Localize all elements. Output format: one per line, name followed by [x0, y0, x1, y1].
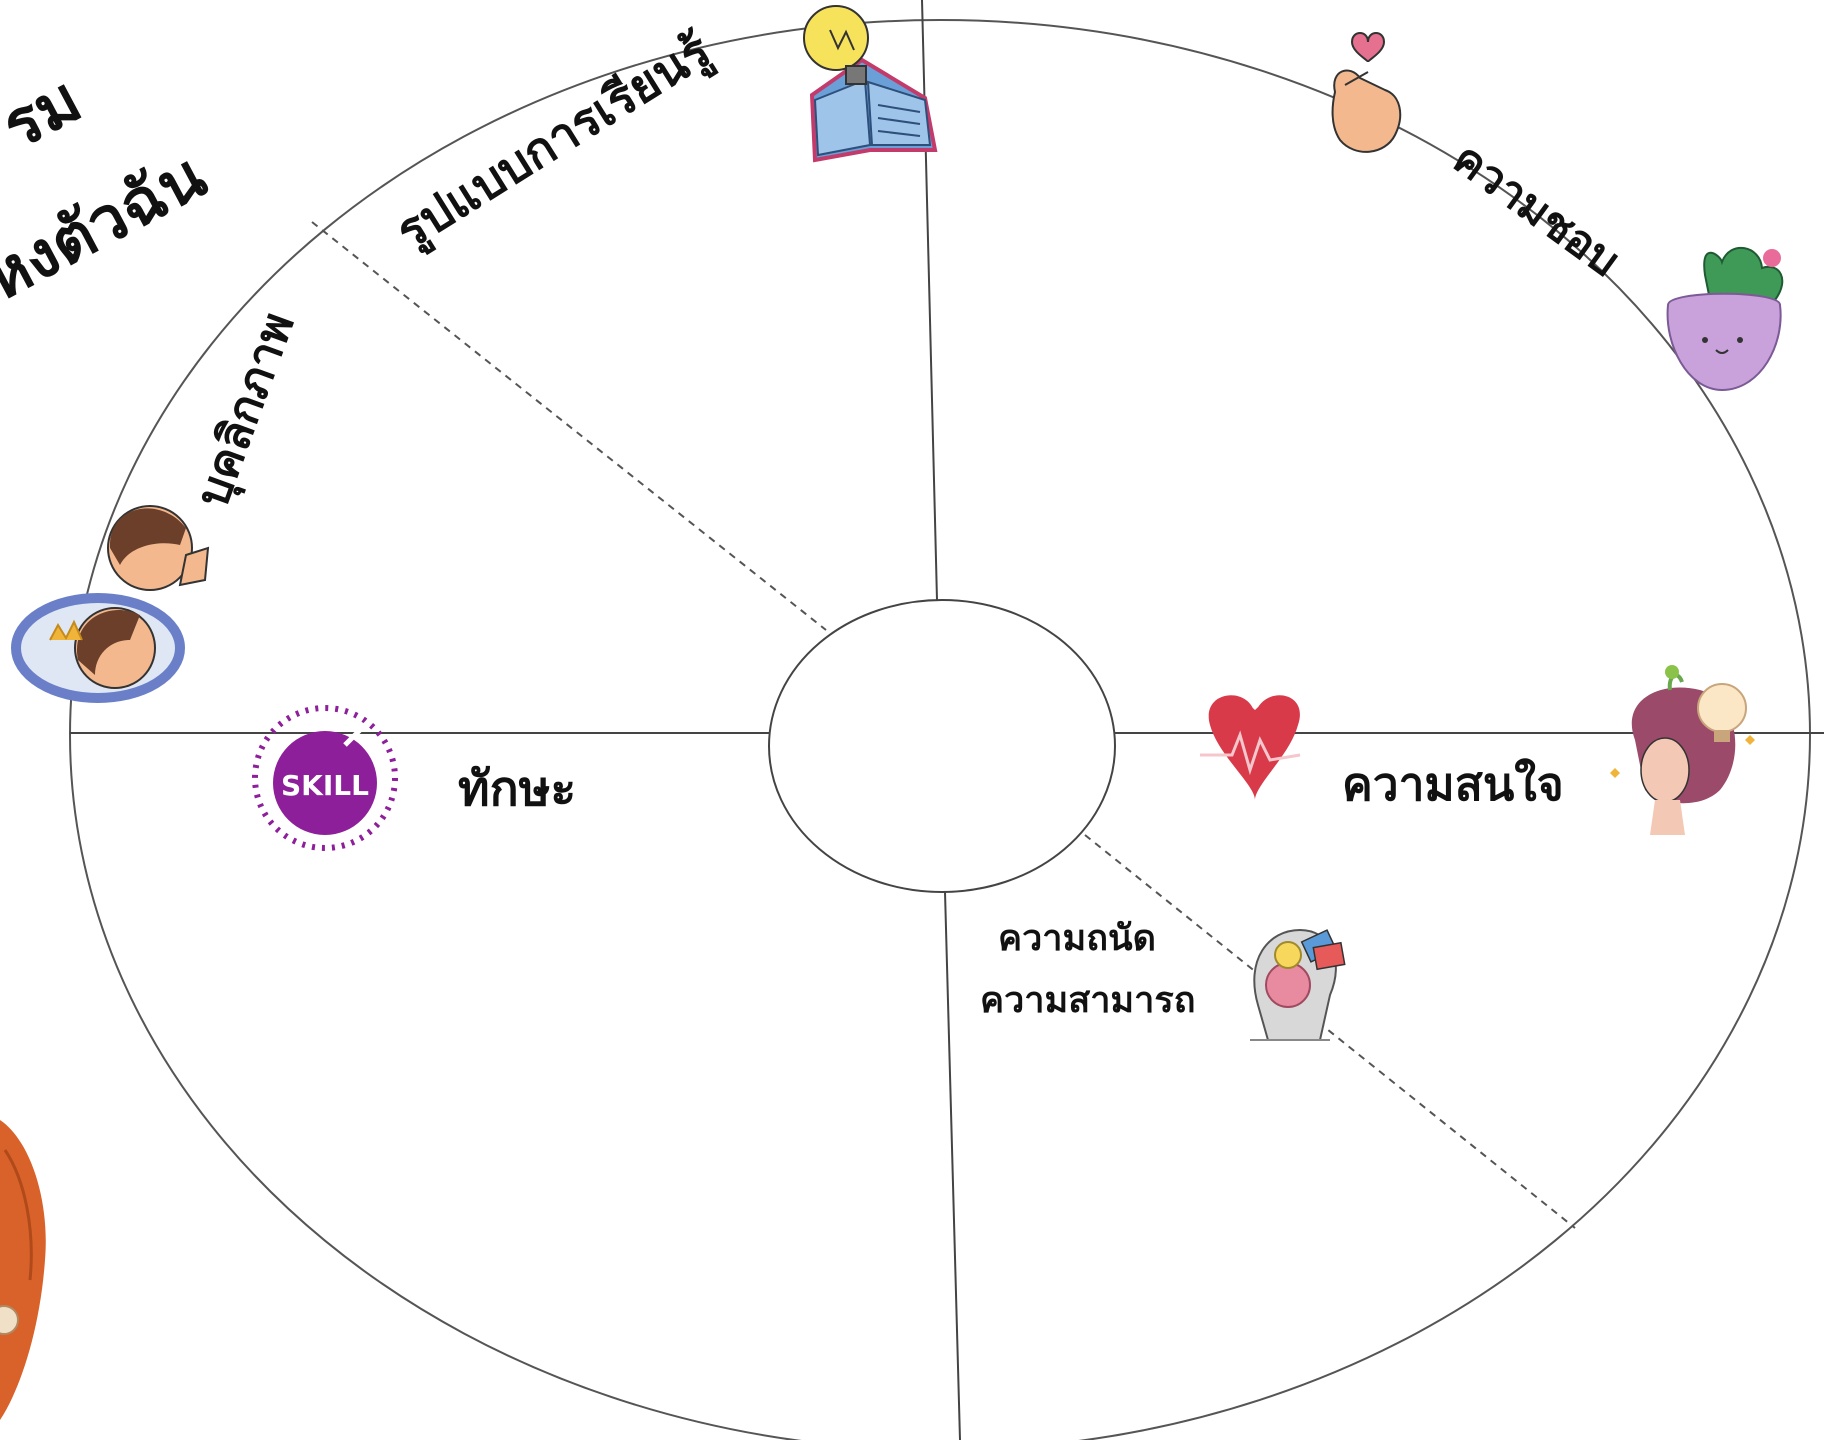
dashed-divider-lower-right	[1084, 834, 1576, 1229]
lightbulb-book-icon	[803, 5, 938, 163]
title-line-2: หงตัวฉัน	[0, 139, 218, 316]
label-interests: ความสนใจ	[1342, 757, 1564, 811]
brain-head-icon	[1250, 928, 1346, 1041]
heartbeat-heart-icon	[1200, 695, 1301, 800]
divider-bottom-vertical	[944, 891, 961, 1440]
divider-top-vertical	[921, 0, 938, 601]
page-title: รม หงตัวฉัน	[0, 63, 218, 316]
label-aptitude-line-2: ความสามารถ	[980, 980, 1196, 1021]
center-circle	[768, 599, 1116, 893]
label-likes: ความชอบ	[1444, 133, 1629, 287]
label-learning-style: รูปแบบการเรียนรู้	[387, 22, 722, 261]
skill-badge-icon: SKILL	[252, 705, 398, 851]
cactus-pot-icon	[1666, 246, 1784, 392]
label-personality: บุคลิกภาพ	[185, 305, 307, 514]
label-skills: ทักษะ	[458, 761, 576, 817]
girl-idea-icon	[1610, 665, 1755, 835]
label-aptitude-line-1: ความถนัด	[998, 918, 1156, 959]
skill-badge-text: SKILL	[281, 769, 369, 802]
outer-wheel-circle	[69, 19, 1811, 1440]
title-line-1: รม	[0, 63, 93, 164]
dashed-divider-upper-left	[311, 221, 827, 631]
orange-decorative-shape	[0, 1120, 46, 1420]
finger-heart-icon	[1331, 32, 1402, 153]
personality-faces-icon	[11, 505, 210, 703]
